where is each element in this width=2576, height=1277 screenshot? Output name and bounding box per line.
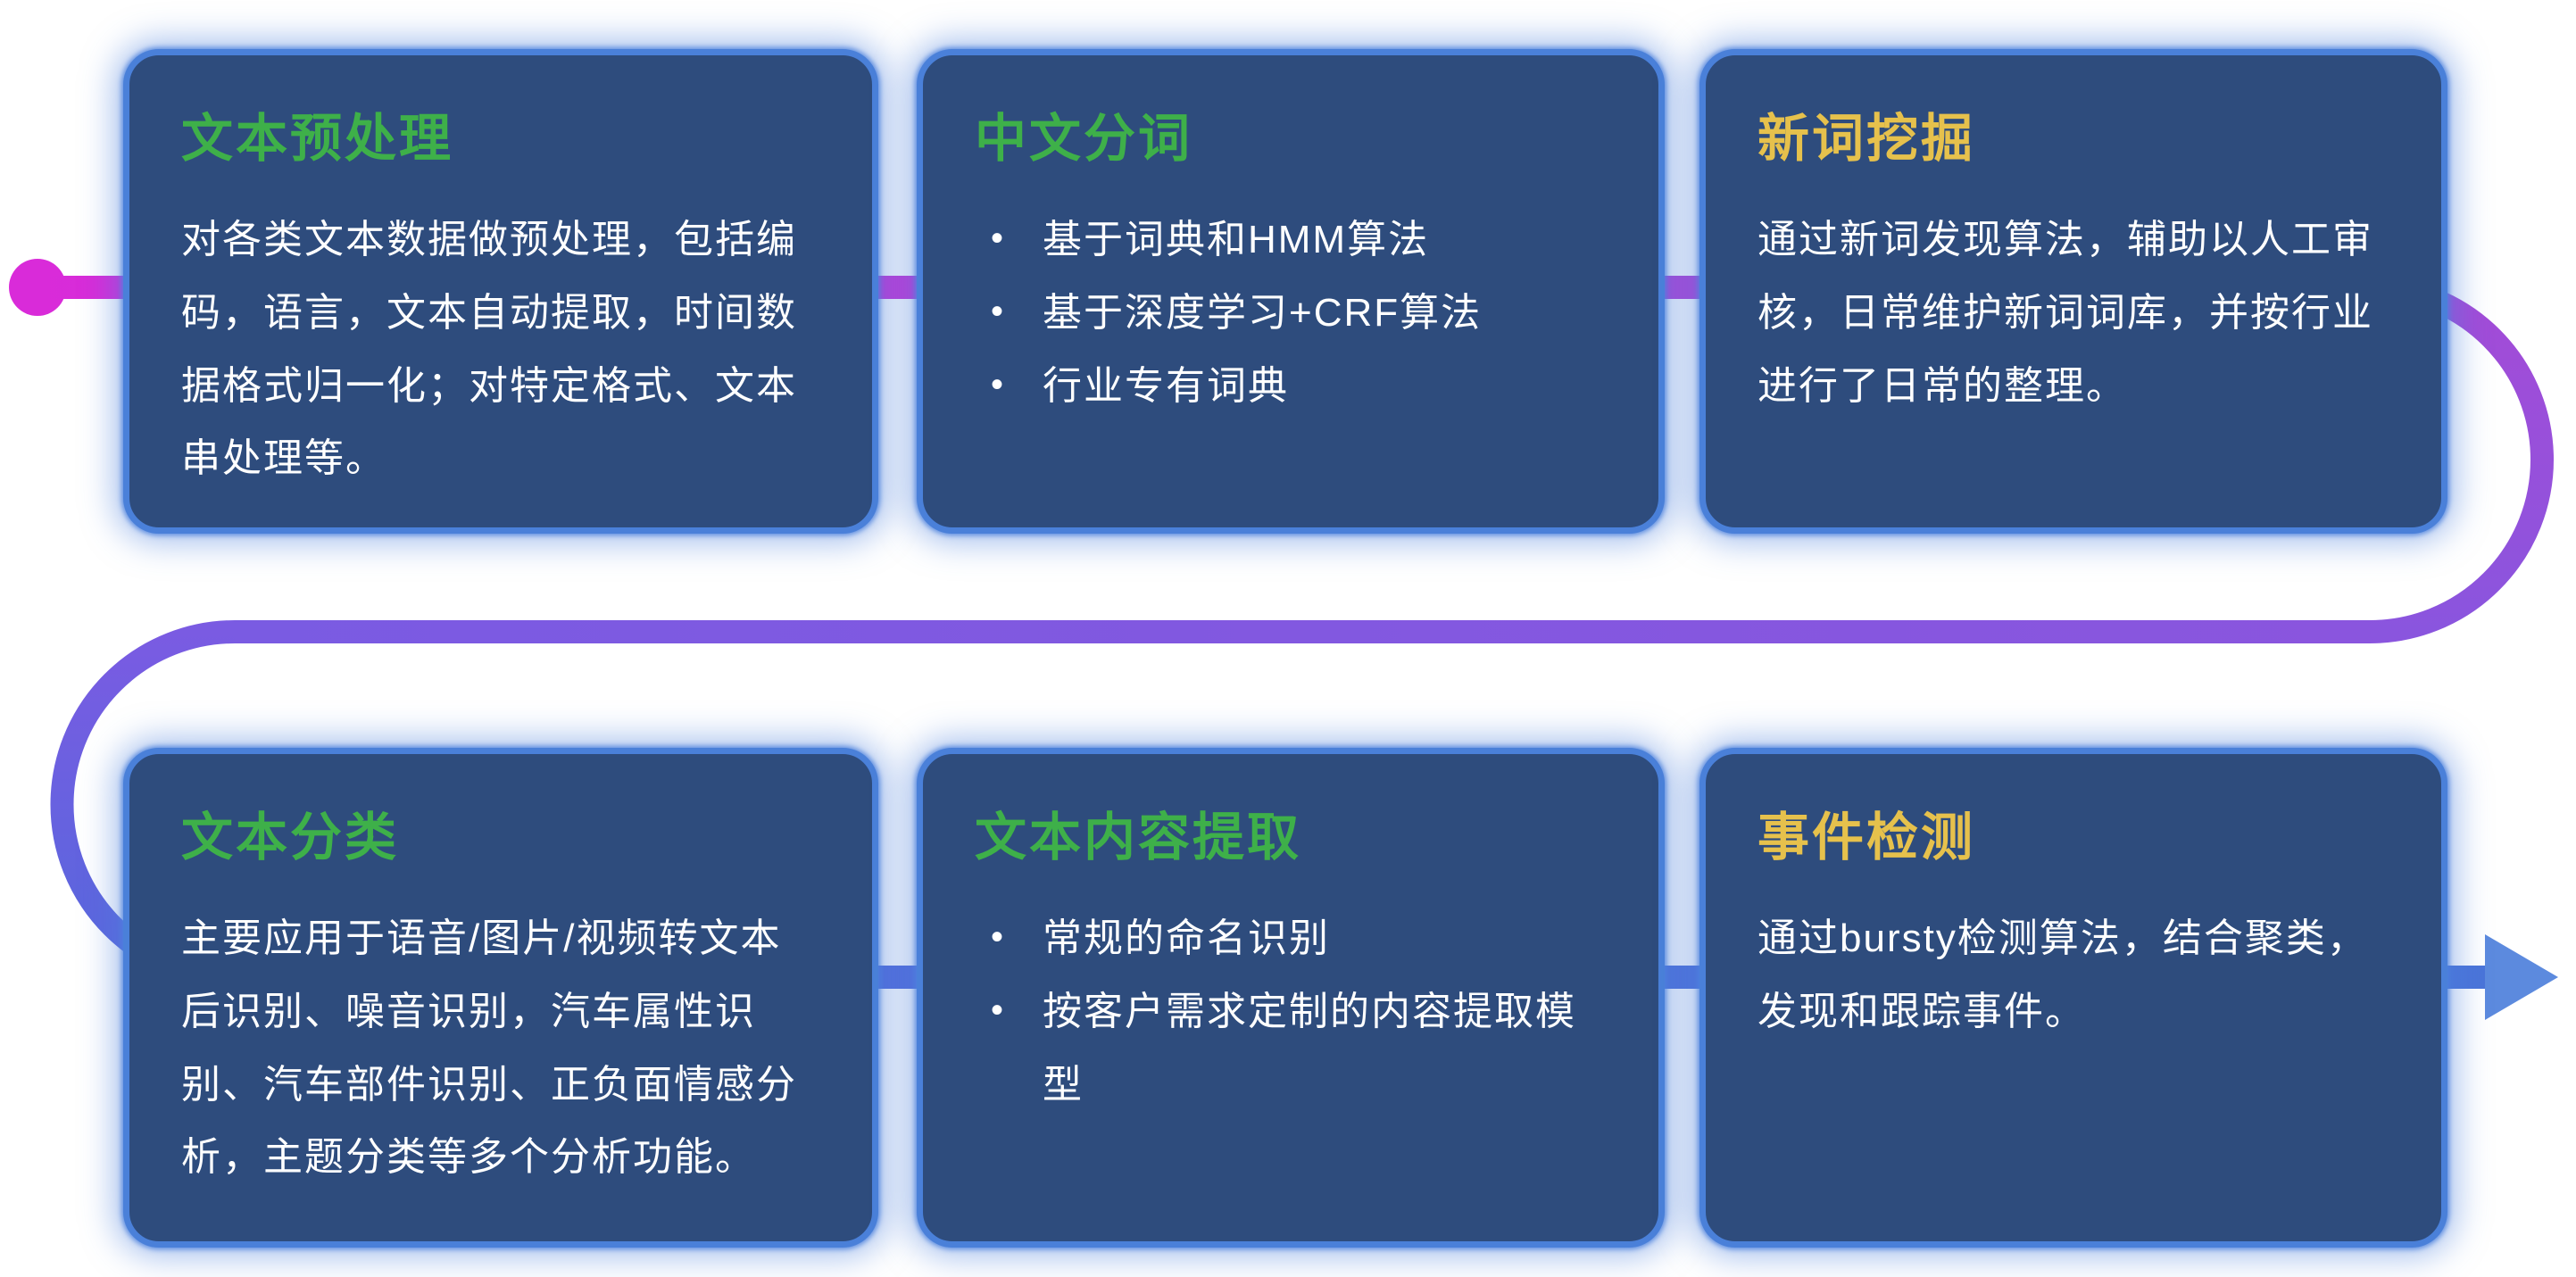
- bullet-text: 按客户需求定制的内容提取模型: [1043, 989, 1576, 1107]
- bullet-text: 行业专有词典: [1043, 363, 1289, 408]
- card-text-content-extraction: 文本内容提取 常规的命名识别 按客户需求定制的内容提取模型: [917, 748, 1665, 1248]
- bullet-text: 常规的命名识别: [1043, 916, 1330, 960]
- card-body: 通过bursty检测算法，结合聚类，发现和跟踪事件。: [1757, 916, 2368, 1033]
- card-body: 对各类文本数据做预处理，包括编码，语言，文本自动提取，时间数据格式归一化；对特定…: [181, 218, 797, 481]
- card-title: 文本分类: [181, 808, 400, 867]
- card-title: 新词挖掘: [1757, 110, 1976, 168]
- card-chinese-word-segmentation: 中文分词 基于词典和HMM算法 基于深度学习+CRF算法 行业专有词典: [917, 49, 1665, 534]
- card-body: 通过新词发现算法，辅助以人工审核，日常维护新词词库，并按行业进行了日常的整理。: [1757, 218, 2373, 408]
- arrow-right-icon: [2485, 934, 2558, 1020]
- card-event-detection: 事件检测 通过bursty检测算法，结合聚类，发现和跟踪事件。: [1699, 748, 2447, 1248]
- bullet-list: 常规的命名识别 按客户需求定制的内容提取模型: [975, 902, 1607, 1121]
- card-body: 主要应用于语音/图片/视频转文本后识别、噪音识别，汽车属性识别、汽车部件识别、正…: [181, 916, 797, 1180]
- bullet-text: 基于词典和HMM算法: [1043, 218, 1430, 261]
- bullet-list: 基于词典和HMM算法 基于深度学习+CRF算法 行业专有词典: [975, 203, 1607, 422]
- card-title: 文本内容提取: [975, 808, 1302, 867]
- bullet-item: 按客户需求定制的内容提取模型: [975, 975, 1607, 1122]
- card-title: 事件检测: [1757, 808, 1976, 867]
- bullet-item: 基于词典和HMM算法: [975, 203, 1607, 277]
- card-text-preprocessing: 文本预处理 对各类文本数据做预处理，包括编码，语言，文本自动提取，时间数据格式归…: [123, 49, 878, 534]
- flow-curve-right: [2369, 276, 2555, 643]
- bullet-text: 基于深度学习+CRF算法: [1043, 290, 1483, 335]
- bullet-item: 常规的命名识别: [975, 902, 1607, 975]
- card-text-classification: 文本分类 主要应用于语音/图片/视频转文本后识别、噪音识别，汽车属性识别、汽车部…: [123, 748, 878, 1248]
- bullet-item: 行业专有词典: [975, 350, 1607, 423]
- card-title: 中文分词: [975, 110, 1193, 168]
- card-title: 文本预处理: [181, 110, 454, 168]
- card-new-word-mining: 新词挖掘 通过新词发现算法，辅助以人工审核，日常维护新词词库，并按行业进行了日常…: [1699, 49, 2447, 534]
- bullet-item: 基于深度学习+CRF算法: [975, 277, 1607, 350]
